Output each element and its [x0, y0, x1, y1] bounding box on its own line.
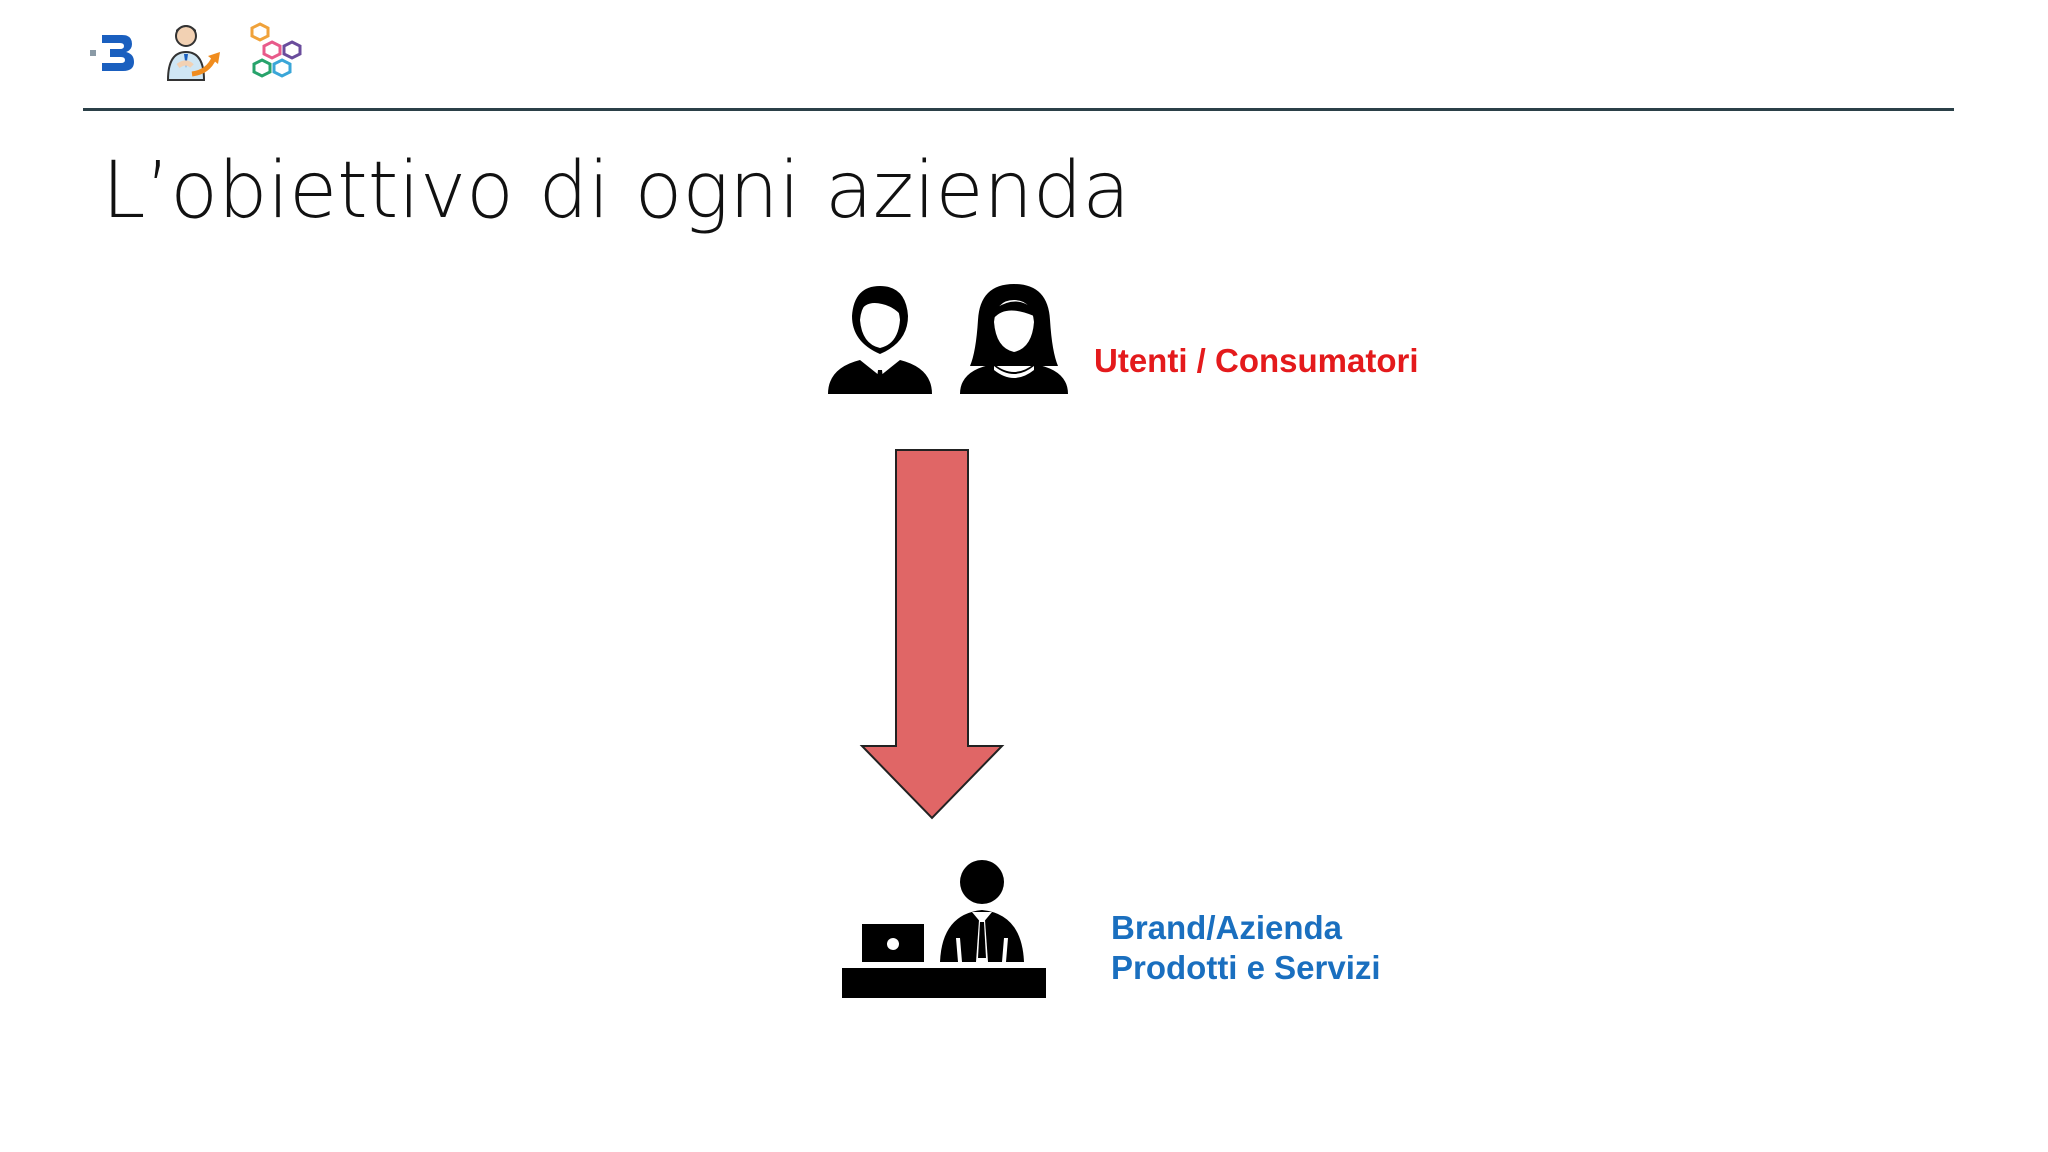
header-logos	[88, 18, 306, 88]
users-icon	[828, 284, 1068, 394]
brand-label-line2: Prodotti e Servizi	[1111, 949, 1381, 986]
hexagon-cluster-icon	[250, 22, 302, 78]
header-divider	[83, 108, 1954, 111]
slide-title: L’obiettivo di ogni azienda	[102, 146, 1131, 236]
man-icon	[828, 286, 932, 394]
brand-label: Brand/Azienda Prodotti e Servizi	[1111, 908, 1381, 988]
logo-b-icon	[90, 35, 134, 71]
down-arrow	[859, 449, 1005, 820]
woman-icon	[960, 284, 1068, 394]
users-label: Utenti / Consumatori	[1094, 342, 1419, 379]
office-desk-icon	[842, 860, 1046, 998]
brand-label-line1: Brand/Azienda	[1111, 909, 1343, 946]
business-person-growth-icon	[166, 25, 220, 81]
